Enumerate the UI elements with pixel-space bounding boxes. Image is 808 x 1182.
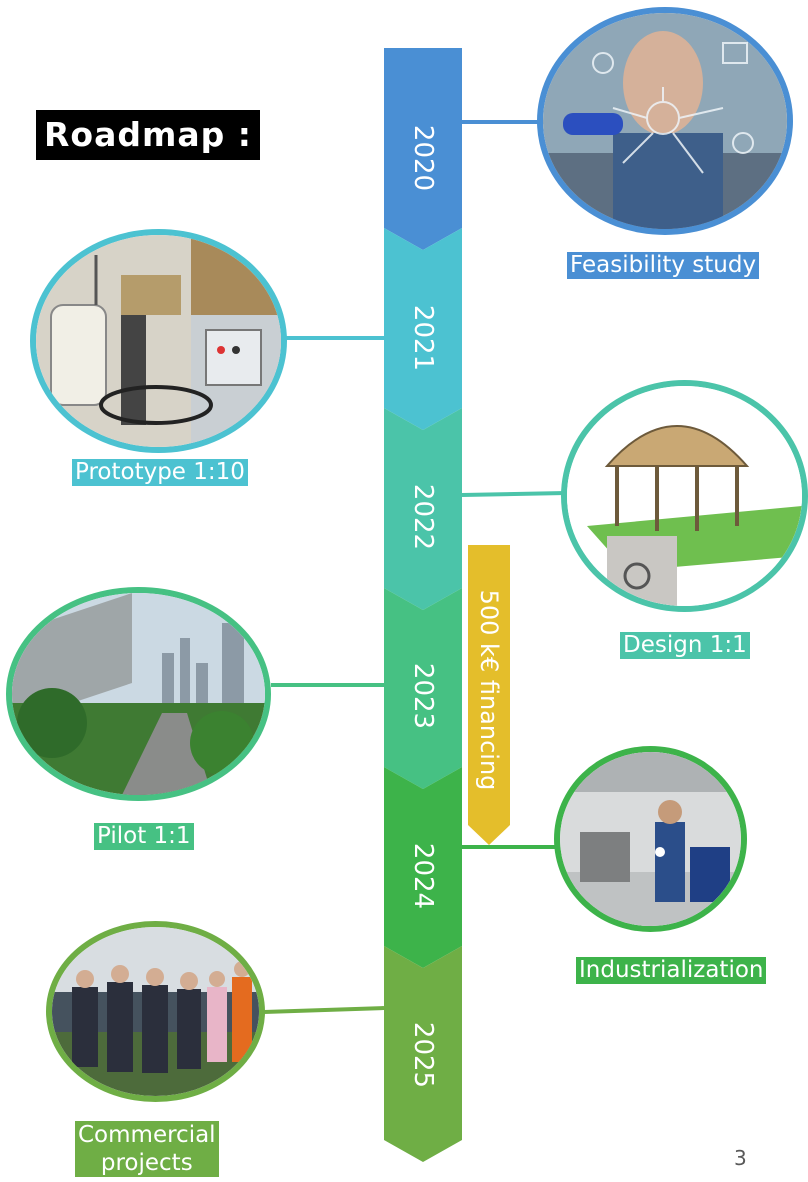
timeline-segment-2024 — [384, 767, 462, 968]
milestone-label-industrialization: Industrialization — [576, 957, 767, 984]
connector-line-2022 — [461, 491, 567, 497]
financing-arrow — [468, 545, 510, 845]
year-label-2021: 2021 — [408, 304, 438, 372]
milestone-label-feasibility-study: Feasibility study — [567, 252, 760, 279]
commercial-projects-photo — [46, 921, 265, 1102]
year-label-2024: 2024 — [408, 842, 438, 910]
milestone-label-prototype: Prototype 1:10 — [72, 459, 248, 486]
timeline-segment-2021 — [384, 228, 462, 430]
page-title: Roadmap : — [36, 110, 260, 160]
timeline-arrow — [384, 48, 462, 1162]
milestone-label-design: Design 1:1 — [620, 632, 750, 659]
year-label-2022: 2022 — [408, 483, 438, 551]
pilot-photo — [6, 587, 271, 801]
milestone-label-pilot: Pilot 1:1 — [94, 823, 194, 850]
timeline-segment-2020 — [384, 48, 462, 250]
financing-arrow-shape — [468, 545, 510, 845]
financing-label: 500 k€ financing — [475, 589, 503, 791]
prototype-photo — [30, 229, 287, 453]
connector-lines — [263, 120, 567, 1014]
year-label-2025: 2025 — [408, 1021, 438, 1089]
design-photo — [561, 380, 808, 612]
year-label-2023: 2023 — [408, 662, 438, 730]
year-label-2020: 2020 — [408, 124, 438, 192]
timeline-segment-2025 — [384, 946, 462, 1162]
connector-line-2025 — [263, 1006, 385, 1014]
timeline-segment-2023 — [384, 588, 462, 789]
feasibility-study-photo — [537, 7, 793, 235]
industrialization-photo — [554, 746, 747, 932]
page-number: 3 — [734, 1146, 747, 1170]
milestone-label-commercial-projects: Commercial projects — [75, 1121, 219, 1177]
timeline-segment-2022 — [384, 408, 462, 610]
